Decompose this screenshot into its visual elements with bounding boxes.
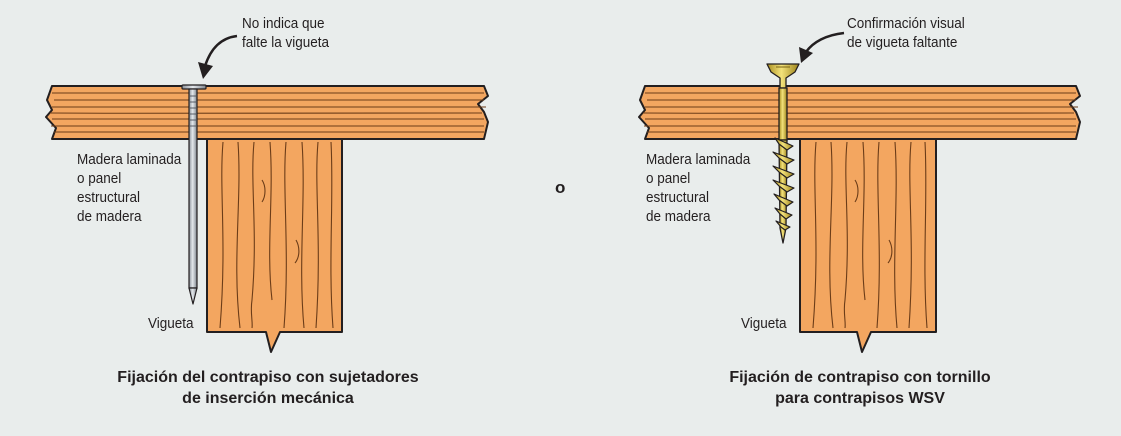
left-detail bbox=[45, 34, 489, 353]
right-panel-label-line: o panel bbox=[646, 170, 691, 187]
right-callout-line: de vigueta faltante bbox=[847, 34, 958, 51]
right-subfloor-panel bbox=[638, 85, 1081, 140]
right-joist bbox=[799, 138, 937, 353]
left-callout-line: falte la vigueta bbox=[242, 34, 330, 51]
left-panel-label-line: de madera bbox=[77, 208, 142, 225]
separator-or: o bbox=[555, 178, 566, 197]
nail bbox=[181, 84, 207, 305]
right-callout-line: Confirmación visual bbox=[847, 15, 965, 32]
right-panel-label-line: de madera bbox=[646, 208, 711, 225]
left-panel-label-line: estructural bbox=[77, 189, 141, 206]
left-caption-line: de inserción mecánica bbox=[182, 390, 354, 407]
right-callout-arrow bbox=[799, 31, 845, 63]
right-panel-label: Madera laminada o panel estructural de m… bbox=[646, 150, 750, 226]
right-caption: Fijación de contrapiso con tornillo para… bbox=[650, 367, 1070, 409]
left-joist-label: Vigueta bbox=[148, 315, 194, 332]
right-caption-line: para contrapisos WSV bbox=[775, 390, 945, 407]
left-joist bbox=[206, 138, 343, 353]
left-callout-arrow bbox=[198, 34, 238, 79]
right-panel-label-line: estructural bbox=[646, 189, 710, 206]
right-detail bbox=[638, 31, 1081, 353]
right-joist-label: Vigueta bbox=[741, 315, 787, 332]
left-subfloor-panel bbox=[45, 85, 489, 140]
left-caption: Fijación del contrapiso con sujetadores … bbox=[58, 367, 478, 409]
left-panel-label: Madera laminada o panel estructural de m… bbox=[77, 150, 181, 226]
left-panel-label-line: o panel bbox=[77, 170, 122, 187]
left-caption-line: Fijación del contrapiso con sujetadores bbox=[117, 369, 419, 386]
right-panel-label-line: Madera laminada bbox=[646, 151, 751, 168]
wsv-screw bbox=[766, 63, 800, 244]
left-callout-text: No indica que falte la vigueta bbox=[242, 14, 329, 52]
left-panel-label-line: Madera laminada bbox=[77, 151, 182, 168]
right-callout-text: Confirmación visual de vigueta faltante bbox=[847, 14, 965, 52]
left-callout-line: No indica que bbox=[242, 15, 325, 32]
right-caption-line: Fijación de contrapiso con tornillo bbox=[729, 369, 991, 386]
